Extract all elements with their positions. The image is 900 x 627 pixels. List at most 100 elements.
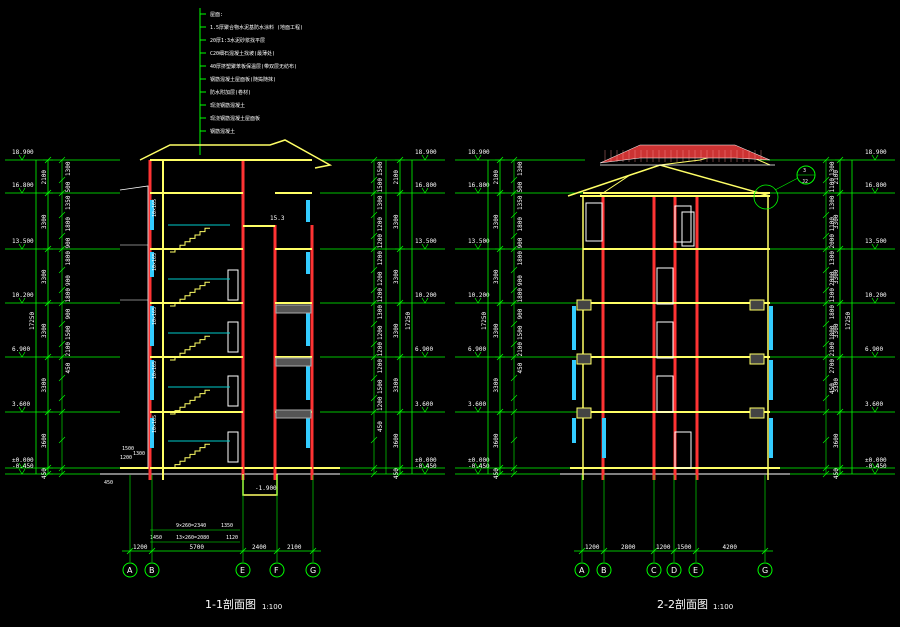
window — [150, 306, 154, 346]
sub-tick — [822, 211, 830, 219]
window — [306, 252, 310, 274]
window — [602, 418, 606, 458]
sub-tick — [370, 299, 378, 307]
sub-dim-label: 450 — [65, 362, 72, 373]
level-triangle — [871, 154, 879, 161]
sub-tick — [58, 340, 66, 348]
level-triangle — [18, 154, 26, 161]
sub-dim-label: 450 — [377, 421, 384, 432]
sub-dim-label: 1500 — [65, 325, 72, 340]
dim-label: 3300 — [41, 214, 48, 229]
level-triangle — [18, 406, 26, 413]
dim-label: 450 — [833, 468, 840, 479]
axis-dim-tick — [692, 547, 700, 555]
sub-tick — [370, 232, 378, 240]
axis-dim-label: 2800 — [621, 544, 636, 551]
sub-tick — [370, 156, 378, 164]
sub-dim-label: 1200 — [377, 234, 384, 249]
sub-dim-label: 1200 — [377, 325, 384, 340]
sub-dim-label: 1350 — [65, 195, 72, 210]
level-label: 16.800 — [865, 182, 887, 189]
sub-dim-label: 900 — [517, 275, 524, 286]
misc-label: 1200 — [120, 455, 132, 461]
note-line: 20厚1:3水泥砂浆找平层 — [210, 37, 265, 44]
sub-tick — [58, 156, 66, 164]
level-label: -0.450 — [468, 463, 490, 470]
sub-tick — [822, 245, 830, 253]
axis-dim-label: 1200 — [585, 544, 600, 551]
sub-dim-label: 900 — [65, 308, 72, 319]
sub-tick — [510, 408, 518, 416]
sub-dim-label: 900 — [517, 308, 524, 319]
dim-label: 3300 — [493, 214, 500, 229]
level-label: ±0.000 — [865, 457, 887, 464]
axis-dim-label: 5700 — [190, 544, 205, 551]
sub-dim-label: 1800 — [65, 251, 72, 266]
level-label: -0.450 — [865, 463, 887, 470]
door — [227, 431, 239, 463]
level-triangle — [421, 187, 429, 194]
axis-dim-tick — [126, 547, 134, 555]
level-label: 13.500 — [865, 238, 887, 245]
level-label: 16.800 — [468, 182, 490, 189]
sub-tick — [58, 408, 66, 416]
door — [227, 375, 239, 407]
ledge — [576, 299, 592, 311]
total-label: 17250 — [405, 312, 412, 330]
sub-tick — [510, 245, 518, 253]
dim-label: 2100 — [41, 170, 48, 185]
sub-dim-label: 1200 — [377, 251, 384, 266]
sub-tick — [822, 464, 830, 472]
level-label: -0.450 — [12, 463, 34, 470]
note-line: 钢筋混凝土屋面板(随捣随抹) — [210, 76, 276, 83]
door — [681, 211, 695, 247]
level-label: 10.200 — [865, 292, 887, 299]
sub-tick — [510, 232, 518, 240]
door — [656, 321, 674, 359]
axis-bubble — [688, 562, 704, 578]
stair-label: 10×165 — [152, 307, 158, 325]
dim-label: 3300 — [833, 378, 840, 393]
window — [306, 200, 310, 222]
axis-dim-tick — [650, 547, 658, 555]
axis-dim-label: 2100 — [287, 544, 302, 551]
level-triangle — [421, 243, 429, 250]
sub-tick — [822, 232, 830, 240]
dim-label: 3300 — [493, 378, 500, 393]
sub-tick — [510, 340, 518, 348]
sub-tick — [510, 374, 518, 382]
sub-dim-label: 1500 — [377, 178, 384, 193]
axis-dim-tick — [600, 547, 608, 555]
level-triangle — [18, 468, 26, 475]
dim-label: 2100 — [833, 170, 840, 185]
sub-tick — [510, 470, 518, 478]
stair-flight — [170, 443, 210, 469]
level-label: ±0.000 — [415, 457, 437, 464]
sub-dim-label: 2000 — [829, 271, 836, 286]
stair-label: 10×165 — [152, 361, 158, 379]
sub-tick — [510, 266, 518, 274]
window — [150, 418, 154, 448]
sub-tick — [370, 470, 378, 478]
window — [306, 360, 310, 400]
left-scale: 1:100 — [262, 603, 282, 611]
sub-tick — [510, 464, 518, 472]
level-label: 13.500 — [468, 238, 490, 245]
sub-tick — [370, 374, 378, 382]
axis-dim-tick — [670, 547, 678, 555]
axis-dim-tick — [239, 547, 247, 555]
sub-tick — [58, 374, 66, 382]
level-triangle — [421, 154, 429, 161]
level-label: 6.900 — [415, 346, 433, 353]
sub-dim-label: 1200 — [377, 396, 384, 411]
misc-label: 450 — [104, 480, 113, 486]
bottom-label: 1120 — [226, 535, 238, 541]
door — [227, 321, 239, 353]
balcony-slab — [275, 357, 312, 367]
sub-tick — [58, 211, 66, 219]
window — [150, 200, 154, 230]
axis-label: C — [651, 566, 657, 575]
sub-dim-label: 900 — [517, 237, 524, 248]
